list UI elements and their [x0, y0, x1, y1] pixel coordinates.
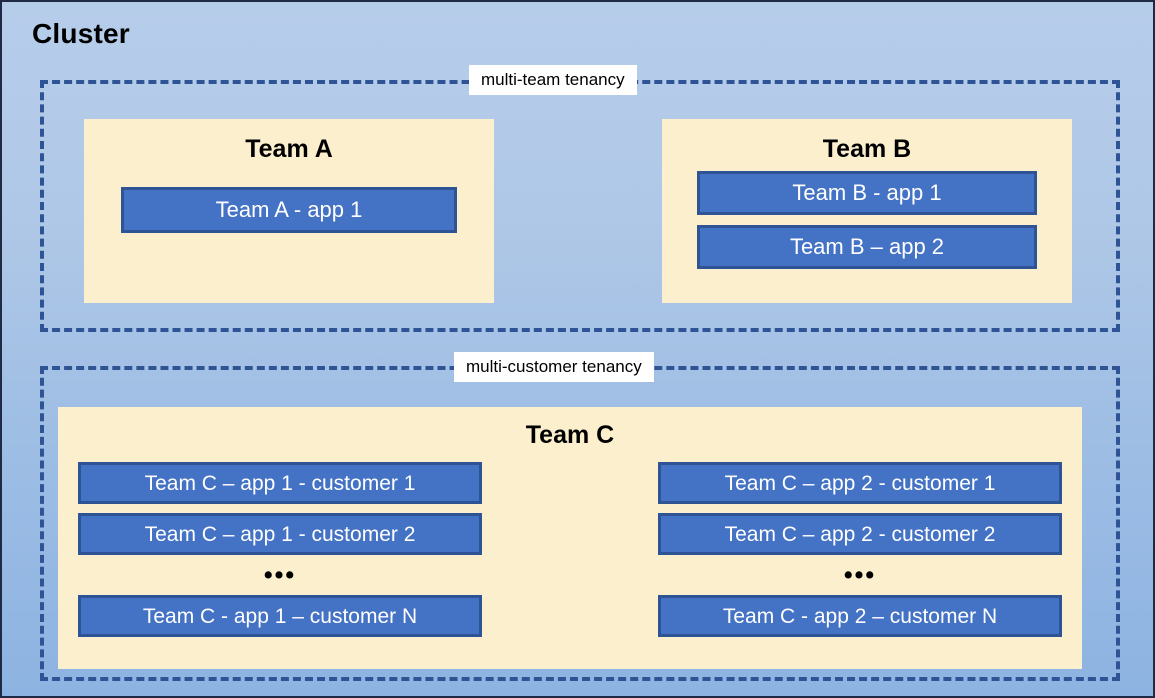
cluster-title: Cluster	[32, 18, 130, 49]
app-chip-team-c-app-2-customer-n[interactable]: Team C - app 2 – customer N	[658, 595, 1062, 637]
team-c-heading: Team C	[525, 421, 615, 449]
team-b-container: Team B Team B - app 1 Team B – app 2	[662, 119, 1072, 303]
team-c-app-2-ellipsis: •••	[843, 560, 877, 589]
app-chip-team-c-app-2-customer-2[interactable]: Team C – app 2 - customer 2	[658, 513, 1062, 555]
team-a-heading: Team A	[245, 135, 333, 163]
team-c-app-1-ellipsis: •••	[263, 560, 297, 589]
multi-team-tenancy-label: multi-team tenancy	[469, 65, 637, 96]
app-chip-team-c-app-1-customer-n[interactable]: Team C - app 1 – customer N	[78, 595, 482, 637]
app-chip-team-c-app-1-customer-1[interactable]: Team C – app 1 - customer 1	[78, 462, 482, 504]
app-chip-team-c-app-2-customer-1[interactable]: Team C – app 2 - customer 1	[658, 462, 1062, 504]
team-c-columns: Team C – app 1 - customer 1 Team C – app…	[58, 448, 1082, 637]
app-chip-team-c-app-1-customer-2[interactable]: Team C – app 1 - customer 2	[78, 513, 482, 555]
team-c-app-2-column: Team C – app 2 - customer 1 Team C – app…	[658, 462, 1062, 637]
team-b-app-list: Team B - app 1 Team B – app 2	[697, 162, 1037, 269]
multi-customer-tenancy-label: multi-customer tenancy	[454, 352, 654, 383]
app-chip-team-b-app-2[interactable]: Team B – app 2	[697, 225, 1037, 269]
team-c-app-1-column: Team C – app 1 - customer 1 Team C – app…	[78, 462, 482, 637]
app-chip-team-a-app-1[interactable]: Team A - app 1	[121, 187, 457, 233]
team-a-app-list: Team A - app 1	[121, 162, 457, 233]
team-a-container: Team A Team A - app 1	[84, 119, 494, 303]
app-chip-team-b-app-1[interactable]: Team B - app 1	[697, 171, 1037, 215]
team-c-container: Team C Team C – app 1 - customer 1 Team …	[58, 407, 1082, 669]
team-b-heading: Team B	[822, 135, 912, 163]
